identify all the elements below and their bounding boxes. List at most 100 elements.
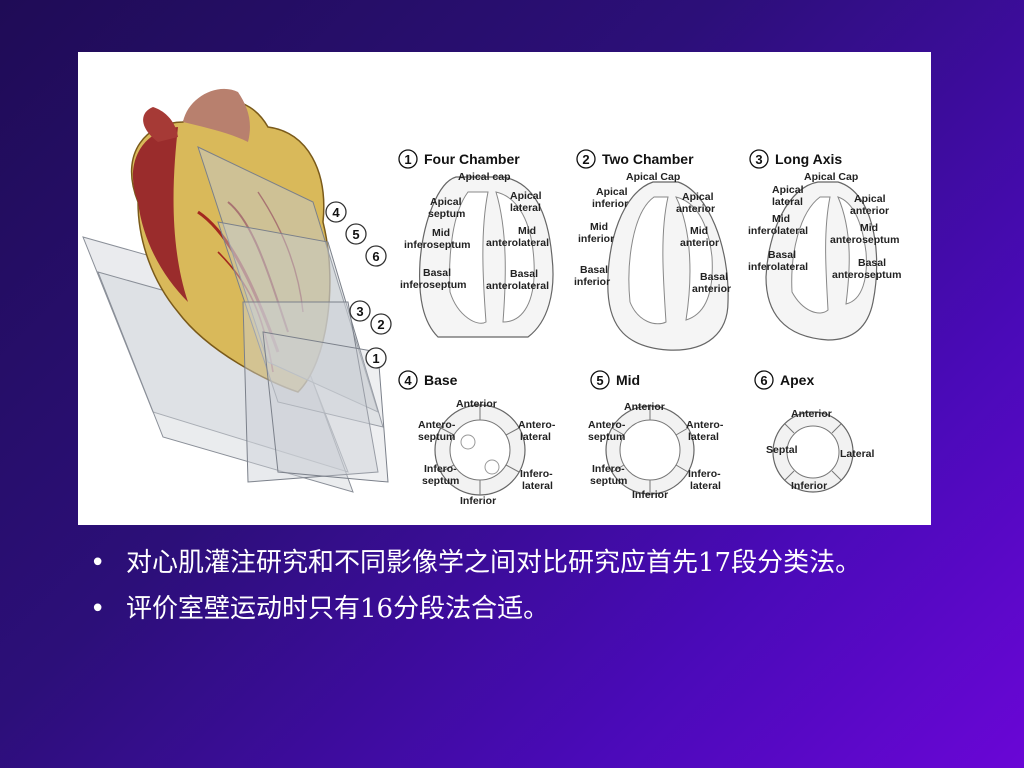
svg-text:inferior: inferior [578, 233, 614, 245]
svg-text:inferoseptum: inferoseptum [404, 239, 471, 251]
svg-text:Apical: Apical [596, 186, 628, 198]
view-two-chamber: 2 Two Chamber Apical Cap Apical inferior… [574, 149, 731, 351]
svg-text:Two Chamber: Two Chamber [602, 151, 694, 167]
svg-text:5: 5 [596, 373, 603, 388]
svg-text:Mid: Mid [690, 225, 708, 237]
svg-text:septum: septum [422, 475, 459, 487]
plane-badge-6: 6 [365, 245, 387, 267]
svg-text:Lateral: Lateral [840, 448, 875, 460]
svg-text:lateral: lateral [688, 431, 719, 443]
svg-text:septum: septum [588, 431, 625, 443]
svg-text:lateral: lateral [510, 202, 541, 214]
view-four-chamber: 1 Four Chamber Apical cap Apical septum … [398, 149, 554, 338]
figure-panel: 4 5 6 3 2 1 1 Four Chamber Apical cap [78, 52, 931, 525]
view-apex: 6 Apex Anterior Septal Lateral Inferior [754, 370, 875, 493]
svg-text:Mid: Mid [432, 227, 450, 239]
svg-text:anterior: anterior [692, 283, 731, 295]
svg-text:Apical: Apical [854, 193, 886, 205]
svg-text:Antero-: Antero- [588, 419, 626, 431]
svg-text:inferior: inferior [592, 198, 628, 210]
svg-text:septum: septum [428, 208, 465, 220]
svg-text:Anterior: Anterior [791, 408, 832, 420]
svg-text:Septal: Septal [766, 444, 798, 456]
plane-badge-2: 2 [370, 313, 392, 335]
svg-text:Inferior: Inferior [632, 489, 668, 501]
svg-text:4: 4 [332, 205, 340, 220]
bullet-item: • 评价室壁运动时只有16分段法合适。 [90, 591, 930, 627]
svg-text:Mid: Mid [590, 221, 608, 233]
heart-segmentation-diagram: 4 5 6 3 2 1 1 Four Chamber Apical cap [82, 88, 901, 507]
svg-text:anterolateral: anterolateral [486, 237, 549, 249]
view-base: 4 Base Anterior Antero- septum Antero- l… [398, 370, 556, 507]
svg-text:Infero-: Infero- [424, 463, 457, 475]
svg-text:Anterior: Anterior [456, 398, 497, 410]
svg-text:lateral: lateral [520, 431, 551, 443]
svg-text:Basal: Basal [423, 267, 451, 279]
svg-text:anterolateral: anterolateral [486, 280, 549, 292]
bullet-text: 对心肌灌注研究和不同影像学之间对比研究应首先17段分类法。 [126, 548, 862, 578]
svg-text:Long Axis: Long Axis [775, 151, 842, 167]
svg-text:Mid: Mid [860, 222, 878, 234]
svg-text:Anterior: Anterior [624, 401, 665, 413]
svg-text:Mid: Mid [616, 372, 640, 388]
svg-text:lateral: lateral [522, 480, 553, 492]
bullet-marker: • [90, 594, 106, 624]
svg-text:3: 3 [356, 304, 363, 319]
plane-badge-3: 3 [349, 300, 371, 322]
svg-text:4: 4 [404, 373, 412, 388]
svg-text:2: 2 [582, 152, 589, 167]
bullet-list: • 对心肌灌注研究和不同影像学之间对比研究应首先17段分类法。 • 评价室壁运动… [90, 545, 930, 637]
svg-text:Apical: Apical [510, 190, 542, 202]
svg-text:Apex: Apex [780, 372, 814, 388]
svg-text:inferior: inferior [574, 276, 610, 288]
svg-text:6: 6 [760, 373, 767, 388]
svg-text:Mid: Mid [518, 225, 536, 237]
svg-text:anterior: anterior [680, 237, 719, 249]
heart-illustration: 4 5 6 3 2 1 [82, 88, 392, 493]
svg-text:anterior: anterior [676, 203, 715, 215]
plane-badge-5: 5 [345, 223, 367, 245]
plane-badge-1: 1 [365, 347, 387, 369]
svg-text:Apical: Apical [682, 191, 714, 203]
svg-text:lateral: lateral [690, 480, 721, 492]
svg-text:Mid: Mid [772, 213, 790, 225]
svg-text:3: 3 [755, 152, 762, 167]
svg-text:Inferior: Inferior [791, 480, 827, 492]
view-long-axis: 3 Long Axis Apical Cap Apical lateral Ap… [748, 149, 901, 341]
svg-text:Apical Cap: Apical Cap [626, 171, 680, 183]
svg-text:Apical Cap: Apical Cap [804, 171, 858, 183]
svg-text:5: 5 [352, 227, 359, 242]
svg-text:inferoseptum: inferoseptum [400, 279, 467, 291]
svg-text:Infero-: Infero- [592, 463, 625, 475]
svg-text:6: 6 [372, 249, 379, 264]
svg-text:inferolateral: inferolateral [748, 225, 808, 237]
svg-text:inferolateral: inferolateral [748, 261, 808, 273]
svg-text:1: 1 [404, 152, 411, 167]
bullet-marker: • [90, 548, 106, 578]
bullet-item: • 对心肌灌注研究和不同影像学之间对比研究应首先17段分类法。 [90, 545, 930, 581]
svg-text:2: 2 [377, 317, 384, 332]
svg-text:Inferior: Inferior [460, 495, 496, 507]
svg-text:1: 1 [372, 351, 379, 366]
svg-text:septum: septum [590, 475, 627, 487]
svg-text:Apical: Apical [772, 184, 804, 196]
svg-text:Basal: Basal [700, 271, 728, 283]
svg-text:Infero-: Infero- [520, 468, 553, 480]
svg-text:anterior: anterior [850, 205, 889, 217]
bullet-text: 评价室壁运动时只有16分段法合适。 [126, 594, 550, 624]
svg-text:Antero-: Antero- [518, 419, 556, 431]
svg-text:lateral: lateral [772, 196, 803, 208]
svg-text:Apical: Apical [430, 196, 462, 208]
svg-text:Base: Base [424, 372, 458, 388]
svg-text:anteroseptum: anteroseptum [832, 269, 901, 281]
svg-text:anteroseptum: anteroseptum [830, 234, 899, 246]
view-mid: 5 Mid Anterior Antero- septum Antero- la… [588, 370, 724, 501]
svg-text:Four Chamber: Four Chamber [424, 151, 520, 167]
svg-text:Basal: Basal [768, 249, 796, 261]
svg-text:Basal: Basal [858, 257, 886, 269]
plane-badge-4: 4 [325, 201, 347, 223]
svg-text:Basal: Basal [510, 268, 538, 280]
svg-text:septum: septum [418, 431, 455, 443]
svg-text:Basal: Basal [580, 264, 608, 276]
svg-text:Antero-: Antero- [418, 419, 456, 431]
